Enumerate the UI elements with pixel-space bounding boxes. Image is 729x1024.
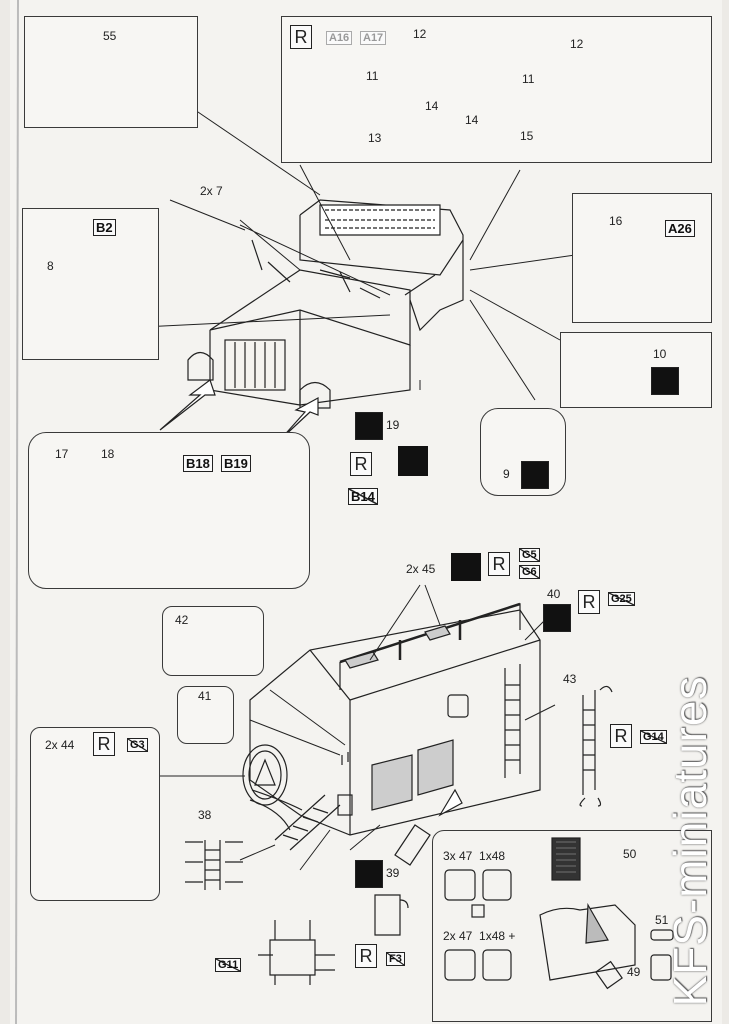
glue-icon [355,412,383,440]
step-number: 42 [175,613,189,627]
part-code: B19 [221,455,251,472]
step-44-box: 2x 44 R G3 [30,727,160,901]
part-number: 12 [570,37,584,51]
part-number: 14 [425,99,439,113]
doors-drawing [444,837,674,990]
step-number: 55 [103,29,117,43]
step-39-label: 39 [386,866,400,880]
part-number: 14 [465,113,479,127]
part-code: G25 [608,592,635,606]
grill-step-box: 17 18 B18 B19 [28,432,310,589]
step-16-box: 16 A26 [572,193,712,323]
doors-count-label: 3x 47 1x48 [443,849,506,863]
part-number: 15 [520,129,534,143]
step-number: 2x 44 [45,738,75,752]
step-number: 50 [623,847,637,861]
glue-icon [651,367,679,395]
glue-icon [543,604,571,632]
step-number: 41 [198,689,212,703]
step-41-box: 41 [177,686,234,744]
step-42-box: 42 [162,606,264,676]
part-code: A26 [665,220,695,237]
step-43-label: 43 [563,672,577,686]
part-code: B18 [183,455,213,472]
step-55-box: 55 [24,16,198,128]
step-number: 16 [609,214,623,228]
replace-marker: R [290,25,312,49]
replace-marker: R [350,452,372,476]
step-number: 8 [47,259,54,273]
replace-marker: R [610,724,632,748]
step-number: 9 [503,467,510,481]
part-code: G5 [519,548,540,562]
doors-count-label: 2x 47 1x48 + [443,929,516,943]
step-19-label: 19 [386,418,400,432]
mirror-step-box: R A16 A17 12 12 11 11 14 14 13 15 [281,16,712,163]
step-10-box: 10 [560,332,712,408]
step-40-label: 40 [547,587,561,601]
part-code: A17 [360,31,387,45]
glue-icon [355,860,383,888]
brand-text: KFS-miniatures [664,675,716,1006]
step-2x7-label: 2x 7 [200,184,223,198]
replace-marker: R [488,552,510,576]
replace-marker: R [355,944,377,968]
part-code: G3 [127,738,148,752]
brand-watermark: KFS-miniatures [655,668,725,1013]
part-code: G11 [215,958,242,972]
glue-icon [521,461,549,489]
part-number: 12 [413,27,427,41]
camper-body-drawing [242,602,541,851]
doors-step-box: 3x 47 1x48 2x 47 1x48 + 50 51 49 [432,830,712,1022]
step-8-box: B2 8 [22,208,159,360]
step-number: 17 [55,447,69,461]
step-number: 51 [655,913,669,927]
black-paint-icon [398,446,428,476]
step-38-drawing [185,840,243,890]
part-code: G14 [640,730,667,744]
part-code: F3 [386,952,405,966]
part-number: 11 [366,69,379,83]
black-paint-swatch [451,553,481,581]
step-38-label: 38 [198,808,212,822]
step-number: 18 [101,447,115,461]
part-code: B14 [348,488,378,505]
part-code: G6 [519,565,540,579]
part-number: 13 [368,131,382,145]
step-g11-drawing [258,920,335,985]
replace-marker: R [93,732,115,756]
step-number: 49 [627,965,641,979]
ladder-43-drawing [579,685,613,807]
step-number: 10 [653,347,667,361]
truck-cab-drawing [187,199,464,409]
part-number: 11 [522,72,535,86]
part-code: B2 [93,219,116,236]
part-code: A16 [326,31,353,45]
step-9-box: 9 [480,408,566,496]
step-2x45-label: 2x 45 [406,562,436,576]
replace-marker: R [578,590,600,614]
